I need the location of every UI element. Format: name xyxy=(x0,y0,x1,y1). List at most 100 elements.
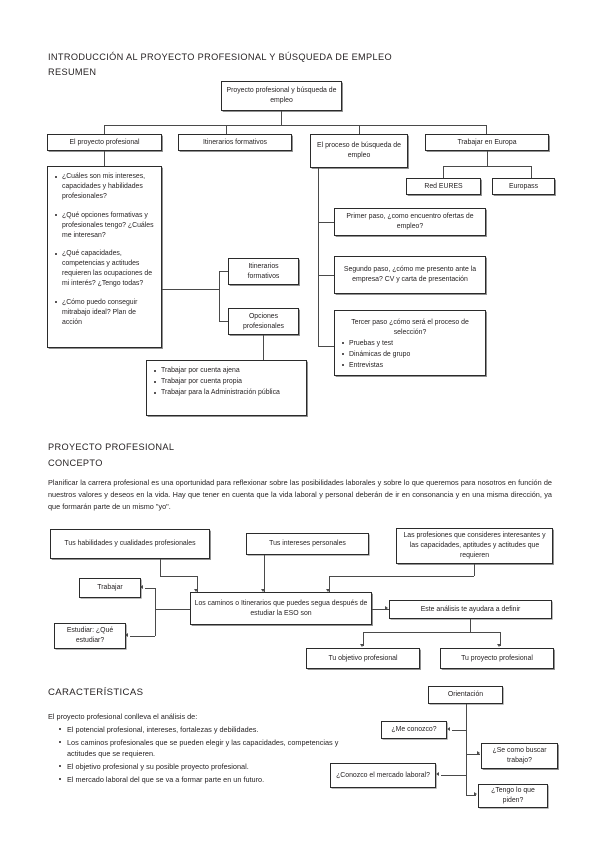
connector-to-mercado-laboral xyxy=(441,775,466,776)
section2-subtitle: CONCEPTO xyxy=(48,458,103,468)
node-europass: Europass xyxy=(492,178,555,195)
section2-paragraph: Planificar la carrera profesional es una… xyxy=(48,478,552,511)
connector-europa-stem xyxy=(487,151,488,166)
caracteristica-item: Los caminos profesionales que se pueden … xyxy=(59,737,347,760)
node-caminos-itinerarios: Los caminos o Itinerarios que puedes seg… xyxy=(190,592,372,625)
connector-drop-1 xyxy=(104,125,105,134)
connector-proyecto-to-questions xyxy=(104,151,105,166)
node-tengo-lo-que-piden: ¿Tengo lo que piden? xyxy=(478,784,548,808)
node-itinerarios-formativos: Itinerarios formativos xyxy=(178,134,292,151)
tercer-paso-item: Dinámicas de grupo xyxy=(342,350,481,360)
node-tercer-paso: Tercer paso ¿cómo será el proceso de sel… xyxy=(334,310,486,376)
tercer-paso-caption: Tercer paso ¿cómo será el proceso de sel… xyxy=(351,319,469,336)
arrow-proyecto xyxy=(497,644,502,647)
arrow-me-conozco xyxy=(447,727,450,732)
node-me-conozco: ¿Me conozco? xyxy=(381,721,447,739)
arrow-habilidades xyxy=(194,589,199,592)
node-proyecto-profesional-root: Proyecto profesional y búsqueda de emple… xyxy=(221,81,342,111)
node-trabajar: Trabajar xyxy=(79,578,141,598)
node-orientacion: Orientación xyxy=(428,686,503,704)
trabajo-option-item: Trabajar por cuenta propia xyxy=(154,377,280,387)
node-red-eures: Red EURES xyxy=(406,178,481,195)
connector-left-bus xyxy=(155,588,156,636)
connector-step1 xyxy=(318,222,334,223)
caracteristica-item: El potencial profesional, intereses, for… xyxy=(59,724,347,735)
connector-to-trabajar xyxy=(145,588,155,589)
node-opciones-profesionales: Opciones profesionales xyxy=(228,308,299,335)
connector-questions-to-itinerarios xyxy=(162,289,219,290)
connector-center-to-analisis xyxy=(372,609,389,610)
connector-analisis-bus xyxy=(363,632,500,633)
arrow-profesiones xyxy=(326,589,331,592)
arrow-intereses xyxy=(261,589,266,592)
questions-list: ¿Cuáles son mis intereses, capacidades y… xyxy=(52,172,157,336)
connector-profesiones-down xyxy=(474,564,475,576)
question-item: ¿Qué opciones formativas y profesionales… xyxy=(55,211,157,241)
arrow-tengo-piden xyxy=(474,792,477,797)
section2-title: PROYECTO PROFESIONAL xyxy=(48,442,175,452)
section3-title: CARACTERÍSTICAS xyxy=(48,687,144,698)
node-se-como-buscar-trabajo: ¿Se como buscar trabajo? xyxy=(481,743,558,769)
connector-step3 xyxy=(318,346,334,347)
connector-proyecto-drop xyxy=(500,632,501,646)
node-questions-list: ¿Cuáles son mis intereses, capacidades y… xyxy=(47,166,162,348)
connector-habilidades-across xyxy=(160,576,197,577)
section3-lead: El proyecto profesional conlleva el anál… xyxy=(48,712,198,721)
connector-to-estudiar xyxy=(130,636,155,637)
caracteristica-item: El mercado laboral del que se va a forma… xyxy=(59,774,347,785)
node-el-proyecto-profesional: El proyecto profesional xyxy=(47,134,162,151)
caracteristica-item: El objetivo profesional y su posible pro… xyxy=(59,761,347,772)
arrow-objetivo xyxy=(360,644,365,647)
connector-drop-2 xyxy=(226,125,227,134)
arrow-analisis xyxy=(385,606,388,611)
connector-habilidades-down xyxy=(160,559,161,576)
node-trabajar-en-europa: Trabajar en Europa xyxy=(425,134,549,151)
connector-profesiones-into xyxy=(329,576,330,592)
arrow-buscar-trabajo xyxy=(477,751,480,756)
connector-proceso-stem xyxy=(318,168,319,346)
node-tus-intereses: Tus intereses personales xyxy=(246,533,369,555)
connector-to-me-conozco xyxy=(452,730,466,731)
question-item: ¿Cuáles son mis intereses, capacidades y… xyxy=(55,172,157,202)
connector-objetivo-drop xyxy=(363,632,364,646)
question-item: ¿Cómo puedo conseguir mitrabajo ideal? P… xyxy=(55,298,157,328)
section1-title: INTRODUCCIÓN AL PROYECTO PROFESIONAL Y B… xyxy=(48,52,392,62)
node-este-analisis: Este análisis te ayudara a definir xyxy=(389,600,552,619)
node-primer-paso: Primer paso, ¿como encuentro ofertas de … xyxy=(334,208,486,236)
trabajo-option-item: Trabajar por cuenta ajena xyxy=(154,366,280,376)
connector-drop-3 xyxy=(359,125,360,134)
question-item: ¿Qué capacidades, competencias y actitud… xyxy=(55,249,157,289)
node-tu-objetivo-profesional: Tu objetivo profesional xyxy=(306,648,420,669)
node-trabajo-options: Trabajar por cuenta ajena Trabajar por c… xyxy=(146,360,307,416)
connector-europa-drop-2 xyxy=(531,166,532,178)
node-las-profesiones: Las profesiones que consideres interesan… xyxy=(396,528,553,564)
trabajo-option-item: Trabajar para la Administración pública xyxy=(154,389,280,396)
connector-europa-bus xyxy=(443,166,531,167)
connector-to-tengo-piden xyxy=(466,795,476,796)
tercer-paso-list: Pruebas y test Dinámicas de grupo Entrev… xyxy=(339,339,481,371)
connector-to-opciones-box xyxy=(219,321,228,322)
arrow-trabajar xyxy=(140,585,143,590)
connector-europa-drop-1 xyxy=(443,166,444,178)
connector-drop-4 xyxy=(486,125,487,134)
connector-habilidades-into xyxy=(197,576,198,592)
connector-analisis-stem xyxy=(470,619,471,632)
connector-level1-bus xyxy=(104,125,486,126)
tercer-paso-item: Pruebas y test xyxy=(342,339,481,349)
connector-intereses-down xyxy=(264,555,265,592)
node-estudiar: Estudiar: ¿Qué estudiar? xyxy=(54,623,126,649)
node-tus-habilidades: Tus habilidades y cualidades profesional… xyxy=(50,529,210,559)
node-proceso-busqueda-empleo: El proceso de búsqueda de empleo xyxy=(310,134,408,168)
node-conozco-mercado-laboral: ¿Conozco el mercado laboral? xyxy=(330,763,436,788)
trabajo-options-list: Trabajar por cuenta ajena Trabajar por c… xyxy=(151,366,280,399)
node-tu-proyecto-profesional: Tu proyecto profesional xyxy=(440,648,554,669)
connector-to-itinerarios-box xyxy=(219,271,228,272)
connector-itinerarios-bus xyxy=(219,271,220,321)
connector-root-stem xyxy=(281,111,282,125)
connector-center-to-left xyxy=(155,609,190,610)
connector-to-buscar-trabajo xyxy=(466,754,480,755)
connector-step2 xyxy=(318,275,334,276)
connector-opciones-to-trabajo xyxy=(263,335,264,360)
arrow-estudiar xyxy=(125,633,128,638)
